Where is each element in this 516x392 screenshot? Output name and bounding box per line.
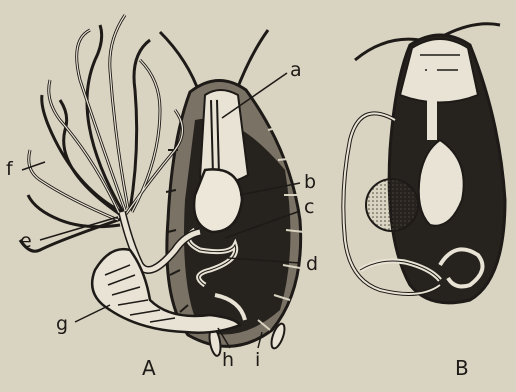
label-c: c: [304, 196, 314, 218]
label-b: b: [304, 171, 316, 193]
label-d: d: [306, 253, 318, 275]
label-i: i: [255, 349, 260, 371]
label-g: g: [56, 313, 68, 335]
panel-label-a: A: [142, 356, 156, 380]
label-e: e: [20, 230, 32, 252]
panel-label-b: B: [455, 356, 469, 380]
label-a: a: [290, 59, 302, 81]
label-h: h: [222, 349, 234, 371]
